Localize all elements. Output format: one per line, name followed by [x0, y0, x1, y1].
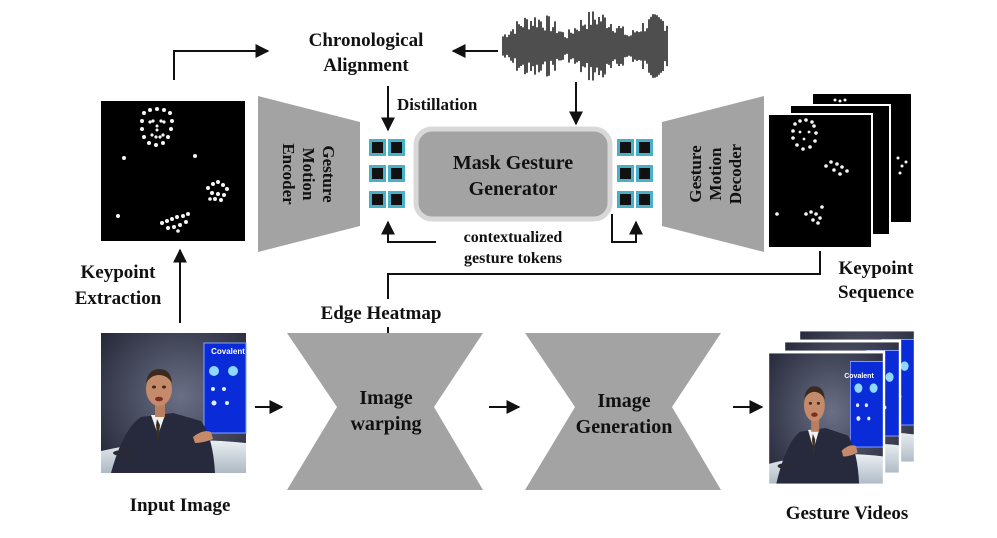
- gesture-token-core: [620, 194, 631, 205]
- gesture-token-core: [391, 142, 402, 153]
- gesture-token-grid-left: [369, 139, 405, 208]
- connector-sequence-to-heatmap: [387, 251, 821, 299]
- video-frame-1: [766, 350, 886, 487]
- encoder-label-line2: Motion: [299, 148, 318, 201]
- audio-waveform-icon: [502, 11, 668, 81]
- mask-generator-label-line1: Mask Gesture: [453, 152, 573, 174]
- gesture-motion-decoder: [662, 96, 764, 252]
- generation-label-line1: Image: [597, 390, 650, 412]
- encoder-label-line3: Encoder: [279, 143, 298, 205]
- keypoint-sequence-label-line1: Keypoint: [839, 258, 915, 279]
- hand-keypoints-right: [206, 180, 229, 202]
- keypoint-extraction-label-line1: Keypoint: [81, 262, 157, 283]
- chronological-alignment-label-line1: Chronological: [309, 30, 424, 51]
- warping-label-line2: warping: [350, 413, 421, 435]
- body-keypoints: [116, 154, 197, 218]
- keypoint-sequence-label-line2: Sequence: [838, 282, 914, 303]
- arrow-keypoints-to-alignment: [173, 44, 270, 80]
- arrow-tokens-right: [611, 214, 643, 243]
- decoder-label-line3: Decoder: [726, 143, 745, 204]
- gesture-token-core: [372, 194, 383, 205]
- gesture-token-core: [391, 168, 402, 179]
- image-warping-module: [287, 333, 483, 490]
- generation-label-line2: Generation: [576, 416, 673, 438]
- chronological-alignment-label-line2: Alignment: [323, 55, 409, 76]
- video-slide-title: Covalent: [844, 373, 874, 380]
- keypoint-sequence-stack: [767, 92, 913, 249]
- distillation-label: Distillation: [397, 95, 478, 114]
- gesture-token-grid-right: [617, 139, 653, 208]
- gesture-videos-stack: [766, 328, 917, 487]
- gesture-token-core: [639, 142, 650, 153]
- gesture-token-core: [620, 142, 631, 153]
- tokens-label-line1: contextualized: [464, 229, 563, 246]
- encoder-label-line1: Gesture: [319, 145, 338, 203]
- gesture-motion-encoder: [258, 96, 360, 252]
- keypoint-extraction-label-line2: Extraction: [75, 288, 162, 309]
- decoder-label-line1: Gesture: [686, 145, 705, 203]
- tokens-label-line2: gesture tokens: [464, 250, 562, 267]
- gesture-token-core: [639, 168, 650, 179]
- image-generation-module: [525, 333, 721, 490]
- mask-generator-label-line2: Generator: [469, 178, 558, 200]
- decoder-label-line2: Motion: [706, 147, 725, 200]
- hand-keypoints-left: [160, 212, 190, 233]
- arrow-tokens-left: [381, 220, 436, 243]
- input-slide-title: Covalent: [211, 347, 245, 356]
- mask-gesture-generator: [413, 126, 613, 222]
- face-keypoints: [140, 107, 174, 147]
- gesture-videos-label: Gesture Videos: [786, 503, 909, 524]
- edge-heatmap-label: Edge Heatmap: [321, 303, 442, 324]
- warping-label-line1: Image: [359, 387, 412, 409]
- gesture-token-core: [372, 168, 383, 179]
- gesture-token-core: [639, 194, 650, 205]
- input-image-label: Input Image: [130, 495, 231, 516]
- gesture-token-core: [372, 142, 383, 153]
- keypoint-image: [101, 101, 245, 241]
- gesture-token-core: [391, 194, 402, 205]
- gesture-token-core: [620, 168, 631, 179]
